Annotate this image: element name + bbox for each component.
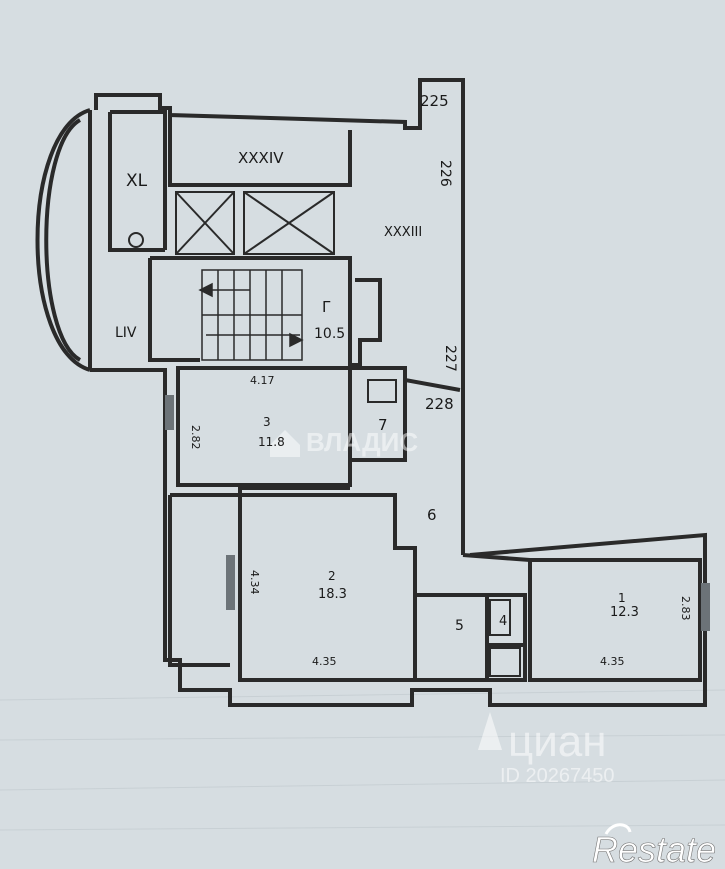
elevator-shafts bbox=[175, 191, 335, 255]
label-room-3-num: 3 bbox=[263, 415, 271, 429]
label-room-2-num: 2 bbox=[328, 569, 336, 583]
windows bbox=[165, 395, 710, 631]
label-xxxiv: XXXIV bbox=[238, 149, 284, 167]
tag-225: 225 bbox=[420, 92, 449, 110]
label-room-6: 6 bbox=[427, 506, 437, 524]
dim-435b: 4.35 bbox=[600, 655, 625, 668]
label-room-5: 5 bbox=[455, 618, 464, 634]
cian-watermark: циан ID 20267450 bbox=[478, 712, 615, 787]
paper-texture bbox=[0, 689, 725, 831]
cian-id: ID 20267450 bbox=[500, 765, 615, 787]
restate-logo: Restate bbox=[592, 823, 716, 869]
dim-434: 4.34 bbox=[248, 570, 261, 595]
label-room-4: 4 bbox=[499, 614, 507, 629]
label-xl: XL bbox=[126, 171, 148, 191]
dim-435a: 4.35 bbox=[312, 655, 337, 668]
label-room-3-area: 11.8 bbox=[258, 435, 285, 449]
label-room-1-area: 12.3 bbox=[610, 605, 639, 620]
dim-283: 2.83 bbox=[679, 596, 692, 621]
walls bbox=[35, 78, 707, 707]
label-room-1-num: 1 bbox=[618, 591, 626, 605]
tag-226: 226 bbox=[437, 160, 453, 187]
label-hall-area: 10.5 bbox=[314, 326, 345, 342]
label-liv: LIV bbox=[115, 325, 137, 341]
label-room-7: 7 bbox=[378, 416, 388, 434]
tags: 225 226 227 228 bbox=[420, 92, 458, 413]
room-labels: XL XXXIV XXXIII LIV Г 10.5 3 11.8 7 6 2 … bbox=[115, 149, 639, 634]
tag-227: 227 bbox=[442, 345, 458, 372]
dimensions: 4.17 2.82 4.34 4.35 4.35 2.83 bbox=[189, 374, 692, 668]
vladis-text: ВЛАДИС bbox=[306, 427, 418, 457]
dim-417: 4.17 bbox=[250, 374, 275, 387]
tag-228: 228 bbox=[425, 395, 454, 413]
staircase bbox=[198, 269, 304, 361]
fixtures bbox=[128, 232, 521, 677]
restate-text: Restate bbox=[592, 829, 716, 869]
vladis-watermark: ВЛАДИС bbox=[270, 427, 418, 457]
dim-282: 2.82 bbox=[189, 425, 202, 450]
cian-text: циан bbox=[508, 717, 607, 766]
label-hall-letter: Г bbox=[322, 298, 331, 316]
label-room-2-area: 18.3 bbox=[318, 587, 347, 602]
label-xxxiii: XXXIII bbox=[384, 225, 422, 240]
